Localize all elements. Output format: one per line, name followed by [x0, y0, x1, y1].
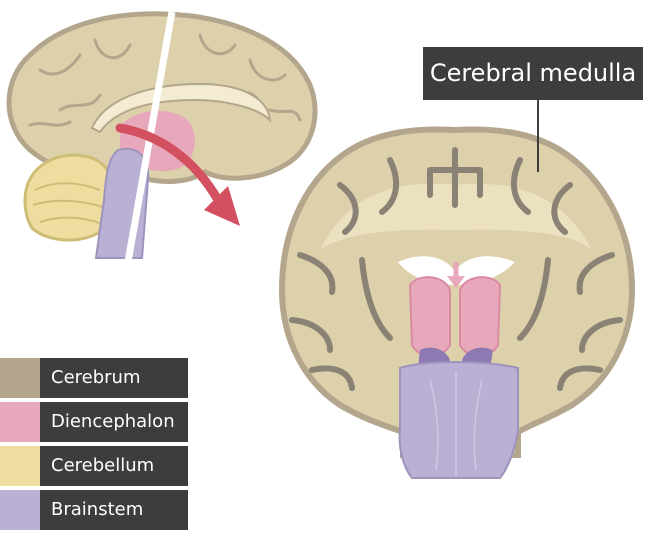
- section-arrow: [115, 123, 223, 205]
- legend-swatch-cerebellum: [0, 446, 40, 486]
- legend-item-cerebellum: Cerebellum: [0, 446, 188, 486]
- legend: Cerebrum Diencephalon Cerebellum Brainst…: [0, 358, 188, 534]
- legend-label-cerebellum: Cerebellum: [40, 446, 188, 486]
- legend-swatch-cerebrum: [0, 358, 40, 398]
- callout-label: Cerebral medulla: [429, 59, 637, 87]
- legend-label-brainstem: Brainstem: [40, 490, 188, 530]
- legend-label-cerebrum: Cerebrum: [40, 358, 188, 398]
- legend-item-diencephalon: Diencephalon: [0, 402, 188, 442]
- coronal-brainstem-fibers: [429, 372, 483, 476]
- legend-item-brainstem: Brainstem: [0, 490, 188, 530]
- coronal-brainstem: [398, 361, 519, 479]
- sagittal-brain-view: [6, 11, 318, 263]
- coronal-gyri: [289, 147, 623, 391]
- section-arrow-head: [204, 186, 240, 226]
- legend-swatch-brainstem: [0, 490, 40, 530]
- sagittal-corpus-callosum: [90, 82, 272, 134]
- coronal-diencephalon: [408, 276, 502, 358]
- legend-item-cerebrum: Cerebrum: [0, 358, 188, 398]
- legend-label-diencephalon: Diencephalon: [40, 402, 188, 442]
- sagittal-cerebellum-folia: [32, 182, 107, 225]
- coronal-medulla-region: [320, 183, 592, 250]
- cerebral-medulla-callout: Cerebral medulla: [423, 47, 643, 100]
- coronal-brain-section: [278, 100, 636, 479]
- sagittal-gyri: [28, 33, 302, 127]
- legend-swatch-diencephalon: [0, 402, 40, 442]
- coronal-diencephalon-arrow-head: [447, 276, 465, 288]
